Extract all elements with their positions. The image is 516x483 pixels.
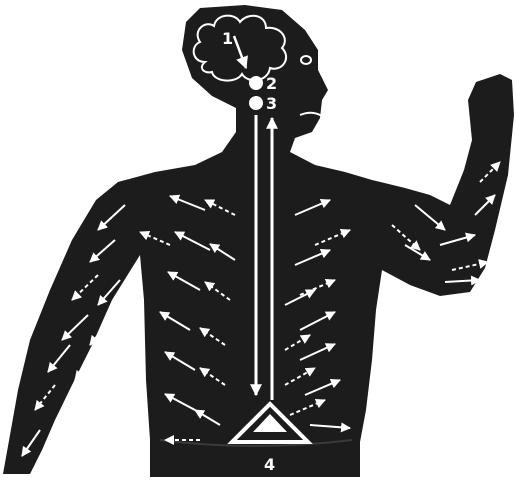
body-silhouette — [3, 5, 514, 477]
node-3 — [249, 96, 263, 110]
label-4: 4 — [264, 455, 275, 474]
flow-arrow — [48, 440, 68, 466]
label-3: 3 — [266, 94, 277, 113]
label-2: 2 — [266, 74, 277, 93]
label-1: 1 — [222, 29, 233, 48]
node-2 — [249, 76, 263, 90]
